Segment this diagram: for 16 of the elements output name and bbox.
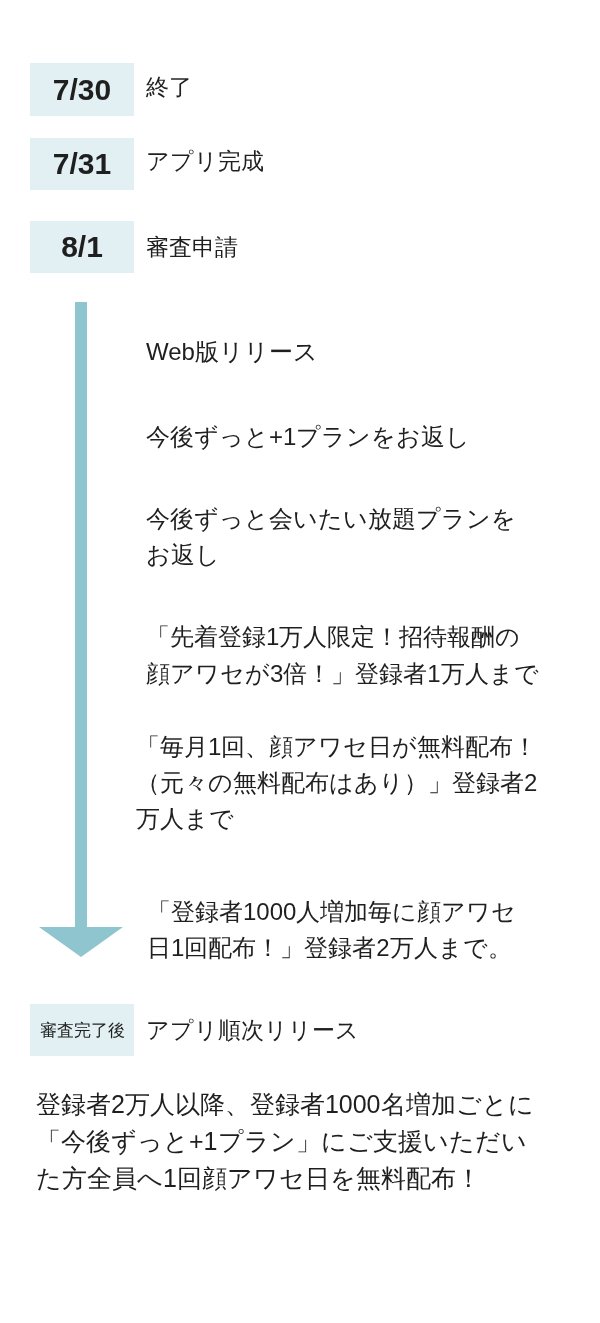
timeline-arrow [39,302,123,957]
date-tag: 7/30 [30,63,134,116]
event-text: Web版リリース [146,337,319,367]
event-text: 今後ずっと+1プランをお返し [146,422,472,452]
event-text: 「登録者1000人増加毎に顔アワセ日1回配布！」登録者2万人まで。 [147,897,518,963]
event-text: アプリ完成 [146,147,264,176]
event-text: 「毎月1回、顔アワセ日が無料配布！（元々の無料配布はあり）」登録者2万人まで [136,732,539,834]
event-text: 終了 [146,73,192,102]
event-text: 審査申請 [146,233,238,262]
event-text: 今後ずっと会いたい放題プランをお返し [146,504,517,570]
date-tag: 8/1 [30,221,134,273]
event-text: 「先着登録1万人限定！招待報酬の顔アワセが3倍！」登録者1万人まで [146,622,540,689]
event-text: アプリ順次リリース [146,1016,359,1045]
phase-tag: 審査完了後 [30,1004,134,1056]
date-tag: 7/31 [30,138,134,190]
note-paragraph: 登録者2万人以降、登録者1000名増加ごとに「今後ずっと+1プラン」にご支援いただいた方全員へ1回顔アワセ日を無料配布！ [36,1089,535,1194]
